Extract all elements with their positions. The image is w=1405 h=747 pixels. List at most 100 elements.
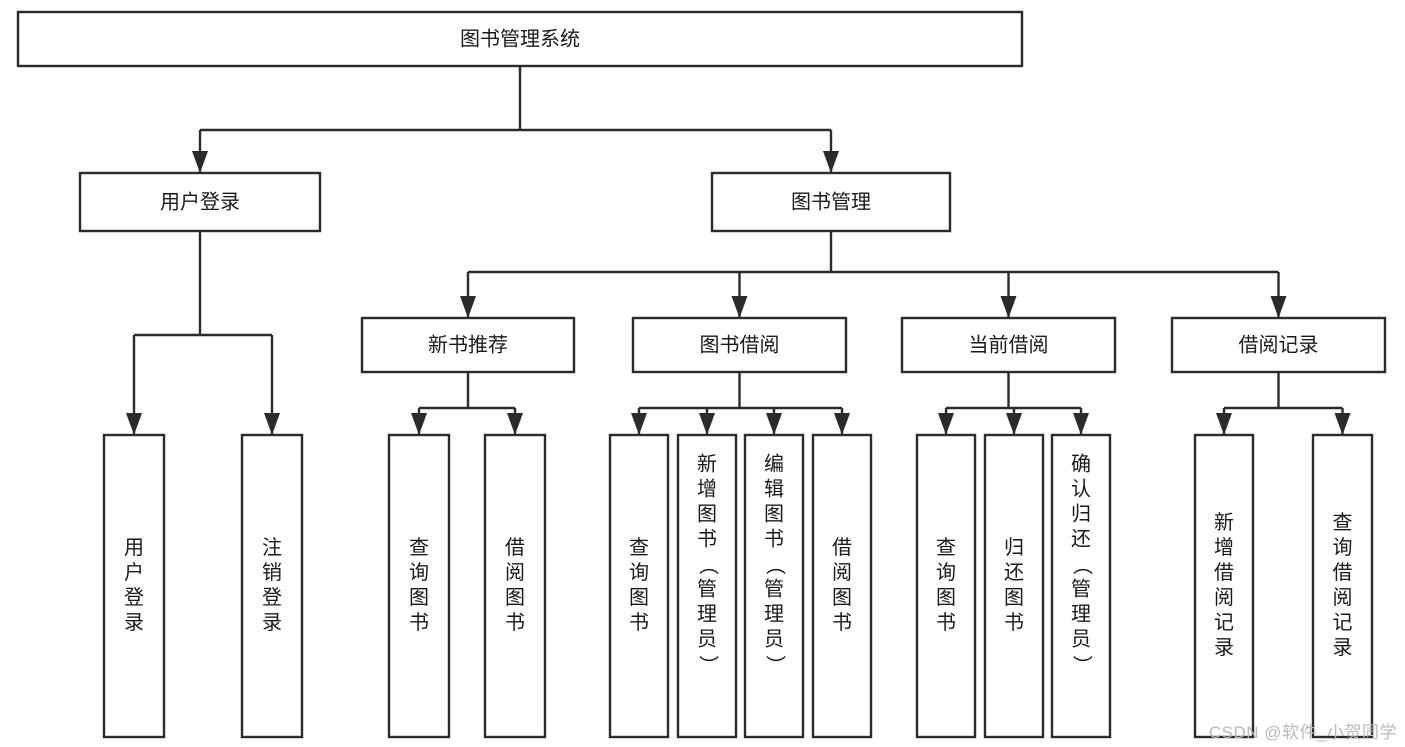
svg-text:阅: 阅 [1214, 586, 1234, 609]
svg-text:录: 录 [262, 612, 282, 634]
svg-text:归: 归 [1004, 536, 1024, 559]
node-label-leaf-user-login: 用户登录 [124, 537, 144, 634]
connector-group-root [192, 66, 839, 173]
svg-text:书: 书 [764, 527, 784, 550]
svg-text:书: 书 [505, 611, 525, 634]
node-box-current[interactable] [900, 316, 1117, 374]
node-box-root[interactable] [16, 10, 1024, 68]
svg-text:查: 查 [409, 536, 429, 559]
node-box-leaf-user-logout[interactable] [240, 433, 304, 739]
svg-text:图: 图 [505, 587, 525, 609]
node-label-borrow: 图书借阅 [700, 333, 780, 356]
svg-text:）: ） [764, 655, 787, 675]
svg-text:用: 用 [124, 537, 144, 559]
node-box-leaf-bk-edit[interactable] [743, 433, 805, 739]
svg-text:确: 确 [1071, 452, 1091, 475]
connector-group-borrow [631, 372, 850, 435]
node-root[interactable]: 图书管理系统 [16, 10, 1024, 68]
node-box-record[interactable] [1170, 316, 1387, 374]
svg-text:查: 查 [629, 536, 649, 559]
svg-text:询: 询 [1333, 536, 1353, 559]
svg-text:户: 户 [124, 561, 144, 584]
node-current[interactable]: 当前借阅 [900, 316, 1117, 374]
svg-text:查: 查 [1333, 511, 1353, 534]
node-leaf-user-login[interactable]: 用户登录 [102, 433, 166, 739]
svg-text:（: （ [1071, 555, 1094, 575]
node-newbook[interactable]: 新书推荐 [360, 316, 576, 374]
node-box-leaf-user-login[interactable] [102, 433, 166, 739]
node-box-login[interactable] [78, 171, 322, 233]
svg-text:理: 理 [1071, 603, 1091, 625]
svg-text:新: 新 [697, 452, 717, 475]
svg-text:借: 借 [505, 536, 525, 559]
svg-text:记: 记 [1333, 611, 1353, 634]
svg-text:增: 增 [697, 477, 717, 500]
node-box-leaf-cu-confirm[interactable] [1050, 433, 1112, 739]
node-box-bookmgmt[interactable] [710, 171, 952, 233]
svg-text:归: 归 [1071, 502, 1091, 525]
svg-text:登: 登 [262, 586, 282, 609]
node-box-leaf-bk-query[interactable] [608, 433, 670, 739]
connector-group-current [938, 372, 1089, 435]
node-borrow[interactable]: 图书借阅 [631, 316, 848, 374]
svg-text:还: 还 [1004, 561, 1024, 584]
svg-text:）: ） [1071, 655, 1094, 675]
svg-text:员: 员 [1071, 628, 1091, 650]
svg-text:注: 注 [262, 536, 282, 559]
svg-text:阅: 阅 [832, 561, 852, 584]
node-label-bookmgmt: 图书管理 [791, 190, 871, 213]
svg-text:（: （ [697, 555, 720, 575]
node-label-current: 当前借阅 [969, 333, 1049, 356]
svg-text:编: 编 [764, 452, 784, 475]
node-bookmgmt[interactable]: 图书管理 [710, 171, 952, 233]
node-record[interactable]: 借阅记录 [1170, 316, 1387, 374]
node-box-leaf-nb-query[interactable] [387, 433, 451, 739]
svg-text:（: （ [764, 555, 787, 575]
svg-text:管: 管 [697, 577, 717, 600]
connector-group-newbook [411, 372, 523, 435]
svg-text:书: 书 [936, 611, 956, 634]
svg-text:录: 录 [1333, 637, 1353, 659]
connector-group-bookmgmt [460, 231, 1287, 318]
node-box-leaf-bk-borrow[interactable] [811, 433, 873, 739]
svg-text:还: 还 [1071, 527, 1091, 550]
node-login[interactable]: 用户登录 [78, 171, 322, 233]
svg-text:认: 认 [1071, 477, 1091, 500]
node-box-leaf-rc-add[interactable] [1193, 433, 1255, 739]
node-box-leaf-bk-add[interactable] [676, 433, 738, 739]
node-box-leaf-cu-query[interactable] [915, 433, 977, 739]
node-box-leaf-nb-borrow[interactable] [483, 433, 547, 739]
node-label-login: 用户登录 [160, 190, 240, 213]
node-box-leaf-rc-query[interactable] [1311, 433, 1374, 739]
node-box-leaf-cu-return[interactable] [983, 433, 1045, 739]
svg-text:员: 员 [764, 628, 784, 650]
svg-text:图: 图 [832, 587, 852, 609]
svg-text:阅: 阅 [505, 561, 525, 584]
node-layer: 图书管理系统用户登录图书管理新书推荐图书借阅当前借阅借阅记录用户登录注销登录查询… [16, 10, 1387, 739]
node-box-newbook[interactable] [360, 316, 576, 374]
connector-group-record [1216, 372, 1351, 435]
node-box-borrow[interactable] [631, 316, 848, 374]
svg-text:借: 借 [1333, 561, 1353, 584]
